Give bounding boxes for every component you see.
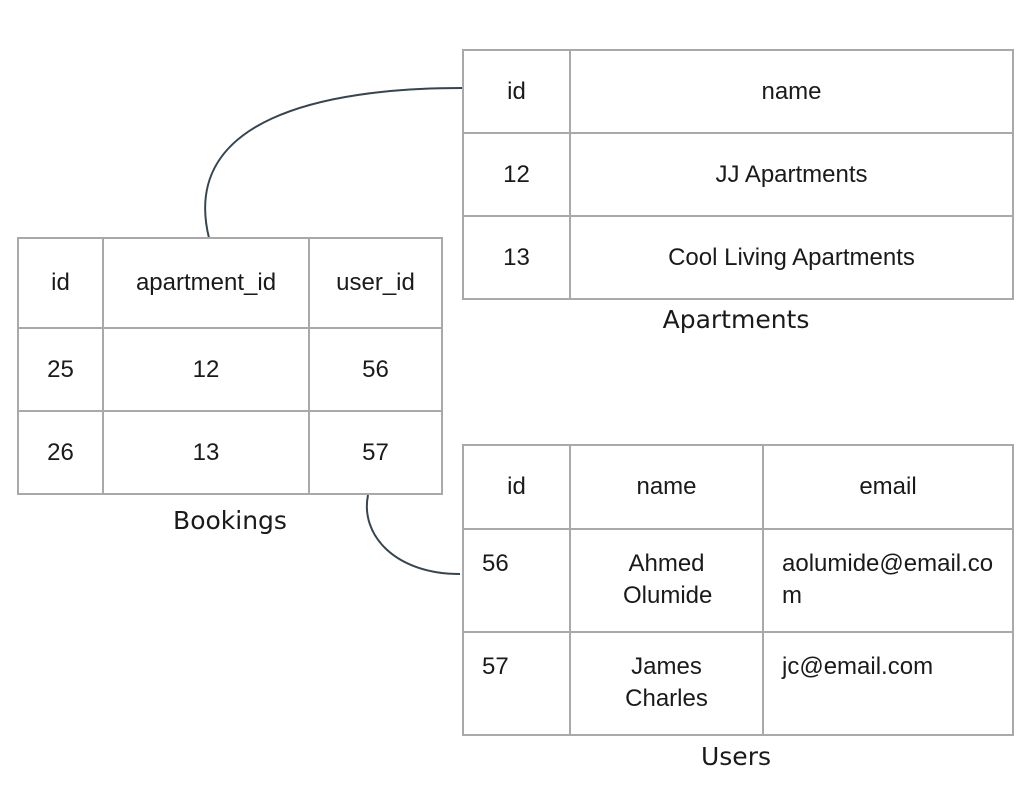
column-header-name: name <box>569 49 1014 134</box>
column-header-email: email <box>762 444 1014 530</box>
bookings-caption: Bookings <box>173 506 287 535</box>
column-header-name: name <box>569 444 764 530</box>
table-cell: Ahmed Olumide <box>569 528 764 633</box>
table-row: 12 JJ Apartments <box>462 132 1014 217</box>
table-cell: 57 <box>308 410 443 495</box>
table-row: 56 Ahmed Olumide aolumide@email.com <box>462 528 1014 633</box>
table-row: 26 13 57 <box>17 410 443 495</box>
table-cell: JJ Apartments <box>569 132 1014 217</box>
table-cell: 13 <box>462 215 571 300</box>
table-cell: aolumide@email.com <box>762 528 1014 633</box>
bookings-apartments-connector <box>204 87 463 239</box>
column-header-id: id <box>462 444 571 530</box>
column-header-user-id: user_id <box>308 237 443 329</box>
table-row: 13 Cool Living Apartments <box>462 215 1014 300</box>
bookings-table: id apartment_id user_id 25 12 56 26 13 5… <box>17 237 443 495</box>
apartments-caption: Apartments <box>662 305 810 334</box>
table-cell: 13 <box>102 410 310 495</box>
users-caption: Users <box>700 742 771 771</box>
bookings-users-connector <box>365 494 461 575</box>
users-table: id name email 56 Ahmed Olumide aolumide@… <box>462 444 1014 736</box>
table-cell: 25 <box>17 327 104 412</box>
table-cell: Cool Living Apartments <box>569 215 1014 300</box>
table-cell: 57 <box>462 631 571 736</box>
table-header-row: id name email <box>462 444 1014 530</box>
column-header-id: id <box>17 237 104 329</box>
table-row: 57 James Charles jc@email.com <box>462 631 1014 736</box>
table-header-row: id name <box>462 49 1014 134</box>
table-row: 25 12 56 <box>17 327 443 412</box>
column-header-id: id <box>462 49 571 134</box>
table-cell: 12 <box>102 327 310 412</box>
table-cell: jc@email.com <box>762 631 1014 736</box>
table-cell: James Charles <box>569 631 764 736</box>
table-cell: 56 <box>462 528 571 633</box>
table-header-row: id apartment_id user_id <box>17 237 443 329</box>
apartments-table: id name 12 JJ Apartments 13 Cool Living … <box>462 49 1014 300</box>
table-cell: 26 <box>17 410 104 495</box>
table-cell: 56 <box>308 327 443 412</box>
table-cell: 12 <box>462 132 571 217</box>
column-header-apartment-id: apartment_id <box>102 237 310 329</box>
